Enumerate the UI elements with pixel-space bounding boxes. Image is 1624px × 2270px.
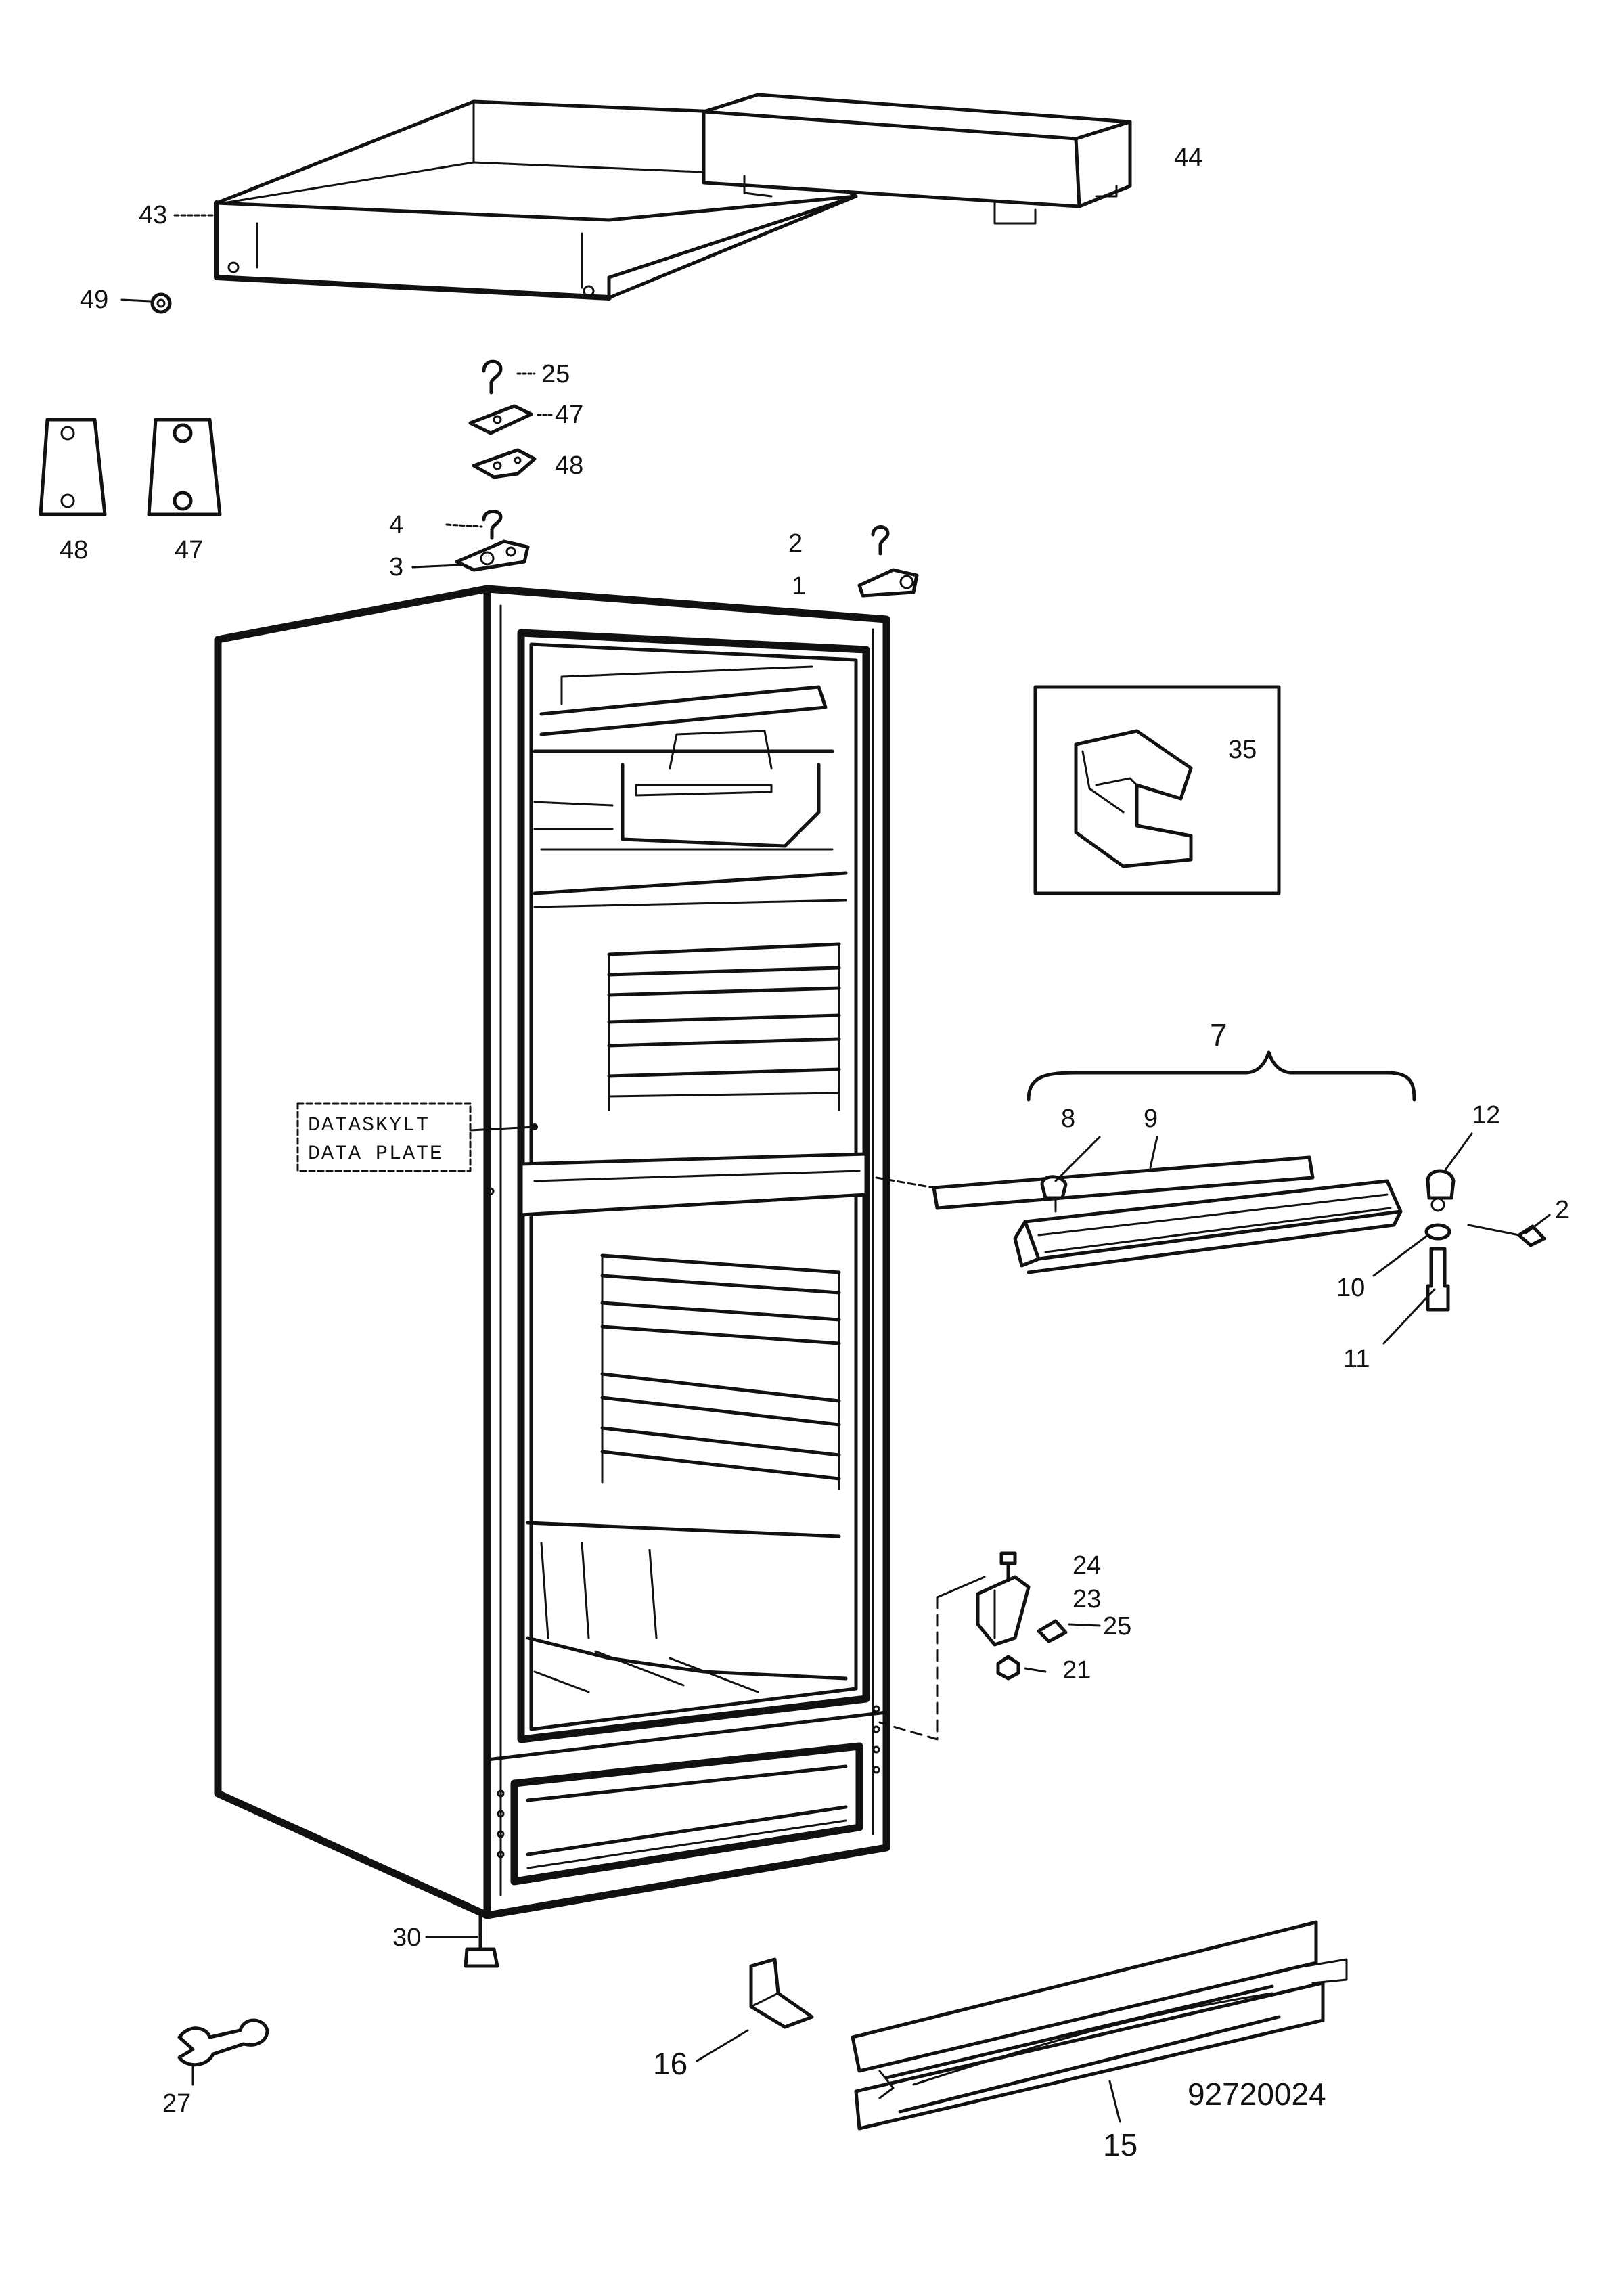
drawing-number: 92720024	[1188, 2076, 1326, 2112]
callout-4: 4	[389, 511, 403, 539]
kickplate-part-15	[851, 1920, 1348, 2131]
hinge-part-3	[455, 539, 530, 572]
callout-2-handle: 2	[1555, 1196, 1569, 1224]
callout-23: 23	[1073, 1585, 1101, 1614]
callout-24: 24	[1073, 1551, 1101, 1580]
top-cover-part-44	[702, 93, 1132, 225]
callout-10: 10	[1336, 1274, 1365, 1302]
screw-part-2-top	[871, 525, 890, 556]
callout-12: 12	[1472, 1101, 1500, 1130]
callout-27: 27	[162, 2089, 191, 2118]
lower-hinge-assembly	[878, 1551, 1068, 1741]
callout-3: 3	[389, 553, 403, 581]
wrench-part-27	[177, 2018, 269, 2067]
data-plate-line2: DATA PLATE	[308, 1142, 443, 1165]
top-frame-part-43	[214, 99, 858, 301]
callout-44: 44	[1174, 143, 1202, 172]
bracket-part-16	[749, 1957, 814, 2029]
callout-16: 16	[653, 2046, 687, 2081]
handle-assembly-part-7	[875, 1050, 1546, 1312]
screw-part-25-top	[482, 359, 503, 395]
plate-part-48-large	[39, 418, 107, 516]
inset-bracket-part-35	[1033, 685, 1281, 895]
leveling-foot-part-30	[464, 1913, 499, 1968]
data-plate-line1: DATASKYLT	[308, 1114, 430, 1137]
hinge-part-1	[857, 568, 919, 598]
nut-part-49	[150, 292, 172, 314]
screw-part-4	[482, 510, 503, 540]
callout-43: 43	[139, 201, 167, 229]
leader-lines	[120, 214, 1551, 2123]
shim-part-47-small	[468, 404, 533, 435]
callout-47-small: 47	[555, 401, 583, 429]
callout-25-hinge: 25	[1103, 1612, 1131, 1641]
callout-9: 9	[1144, 1105, 1158, 1133]
callout-30: 30	[392, 1923, 421, 1952]
callout-8: 8	[1061, 1105, 1075, 1133]
callout-15: 15	[1103, 2127, 1137, 2162]
callout-49: 49	[80, 286, 108, 314]
refrigerator-cabinet	[214, 585, 890, 1919]
plate-part-47-large	[147, 418, 222, 516]
callout-7: 7	[1210, 1017, 1227, 1052]
callout-35: 35	[1228, 736, 1257, 764]
callout-2-top: 2	[788, 529, 803, 558]
callout-47-large: 47	[175, 536, 203, 564]
shim-part-48-small	[472, 448, 537, 479]
data-plate-label: DATASKYLT DATA PLATE	[296, 1102, 538, 1172]
callout-11: 11	[1343, 1345, 1370, 1373]
callout-25-top: 25	[541, 360, 570, 388]
callout-48-small: 48	[555, 451, 583, 480]
callout-21: 21	[1062, 1656, 1091, 1685]
callout-labels: 43 44 49 25 47 48 48 47 4 3 2 1 35 7 8 9…	[60, 143, 1569, 2162]
callout-1: 1	[792, 572, 806, 600]
callout-48-large: 48	[60, 536, 88, 564]
